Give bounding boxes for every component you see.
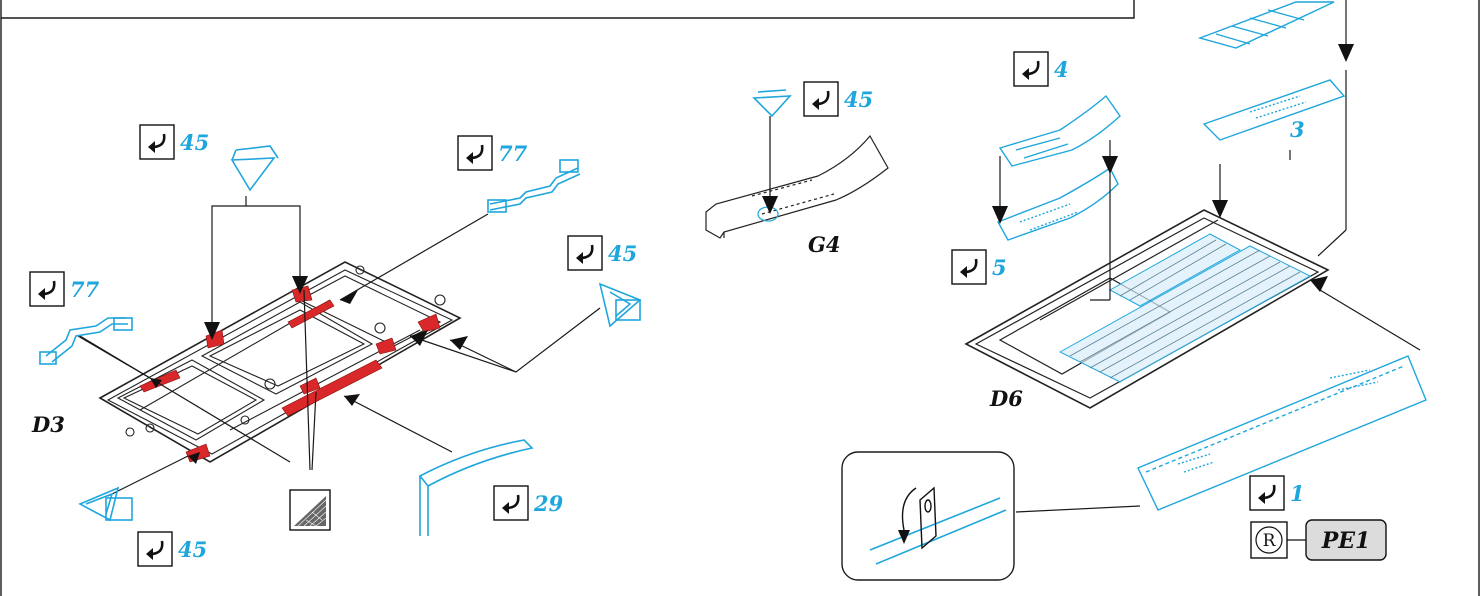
step-boxes: 45 77 45 77 45 29 45 4 3 5 1 (29, 51, 1305, 567)
right-photo-etch-parts (996, 1, 1427, 511)
d3-red-highlights (139, 285, 441, 463)
step-number: 5 (992, 255, 1007, 280)
fold-arrow-icon (137, 531, 173, 567)
fold-arrow-icon (493, 485, 529, 521)
pe-badge: PE1 (1305, 519, 1387, 561)
fold-arrow-icon (803, 81, 839, 117)
step-number: 77 (70, 277, 100, 302)
fold-arrow-icon (567, 235, 603, 271)
fold-arrow-icon (139, 124, 175, 160)
g4-leader-line (762, 116, 778, 214)
step-number: 45 (844, 87, 873, 112)
registered-letter: R (1263, 531, 1277, 551)
step-number: 1 (1290, 481, 1305, 506)
d6-grille-lines (1069, 239, 1301, 379)
fold-arrow-icon (1013, 51, 1049, 87)
d6-arrowheads (992, 44, 1354, 292)
part-code-d6: D6 (989, 386, 1023, 411)
d3-leader-lines (77, 196, 601, 497)
d6-blue-grille (1058, 233, 1312, 383)
registered-mark-icon: R (1250, 521, 1288, 559)
part-code-g4: G4 (808, 232, 841, 257)
step-number: 3 (1290, 117, 1305, 142)
d3-arrowheads (150, 276, 468, 464)
step-number: 4 (1054, 57, 1069, 82)
fold-arrow-icon (1249, 475, 1285, 511)
part-code-d3: D3 (31, 412, 65, 437)
g4-part (705, 134, 889, 239)
step-number: 45 (608, 241, 637, 266)
fold-arrow-icon (29, 271, 65, 307)
fold-arrow-icon (951, 249, 987, 285)
pe-label: PE1 (1321, 528, 1371, 554)
blue-photo-etch-parts (39, 89, 792, 536)
d3-frame-part (98, 261, 462, 463)
mesh-texture-icon (289, 489, 331, 531)
step-number: 29 (533, 491, 564, 516)
fold-detail-inset (841, 451, 1015, 581)
d6-hull-part (964, 209, 1330, 409)
step-number: 45 (178, 537, 207, 562)
step-number: 45 (180, 130, 209, 155)
step-number: 77 (498, 141, 528, 166)
fold-arrow-icon (457, 135, 493, 171)
